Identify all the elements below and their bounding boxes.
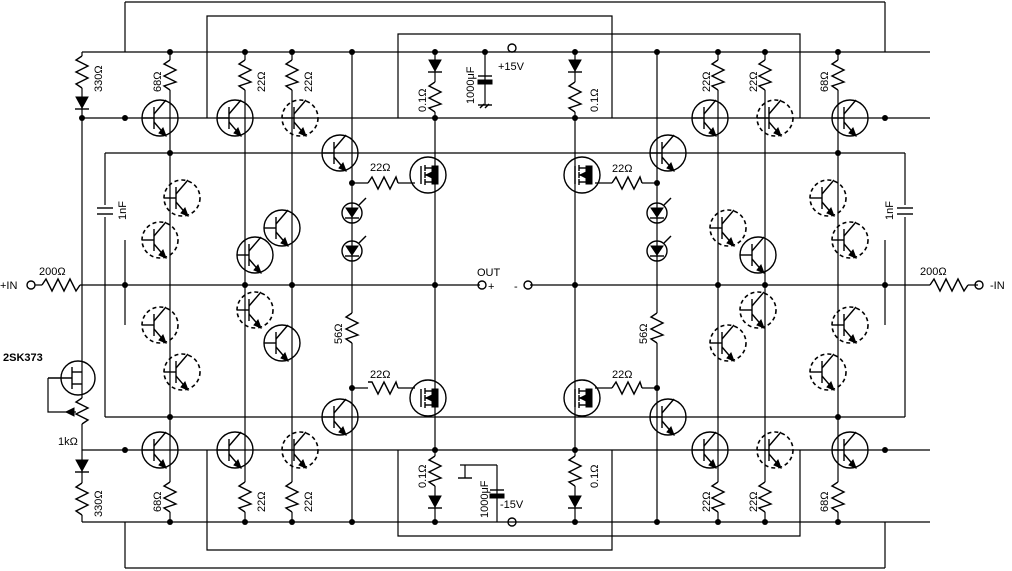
r01-tl-label: 0.1Ω: [417, 88, 429, 112]
pot-label: 1kΩ: [58, 436, 78, 448]
r330-top-left-label: 330Ω: [93, 65, 105, 92]
out-plus-terminal: [477, 280, 487, 290]
vminus-terminal: [507, 517, 517, 527]
r22-br1-label: 22Ω: [701, 492, 713, 512]
r22-bl1-label: 22Ω: [256, 492, 268, 512]
r68-tl-label: 68Ω: [152, 72, 164, 92]
r22-gate-br-label: 22Ω: [612, 369, 632, 381]
r22-gate-tl-label: 22Ω: [370, 162, 390, 174]
in-minus-label: -IN: [990, 280, 1005, 292]
r22-bl2-label: 22Ω: [303, 492, 315, 512]
terminals: [26, 43, 984, 527]
input-resistors: [41, 277, 969, 293]
output-stage-wiring: [35, 52, 978, 522]
r22-tr2-label: 22Ω: [748, 72, 760, 92]
out-plus-label: +: [488, 281, 494, 293]
r01-tr-label: 0.1Ω: [589, 88, 601, 112]
r22-gate-tr-label: 22Ω: [612, 163, 632, 175]
leds: [341, 197, 672, 262]
r22-tr1-label: 22Ω: [701, 72, 713, 92]
r330-bot-left-label: 330Ω: [93, 490, 105, 517]
r68-br-label: 68Ω: [819, 492, 831, 512]
c-right-label: 1nF: [884, 201, 896, 220]
jfet-label: 2SK373: [3, 352, 43, 364]
r22-tl2-label: 22Ω: [303, 72, 315, 92]
vplus-terminal: [507, 43, 517, 53]
r330-top-left: [74, 55, 90, 89]
capacitors: [97, 52, 913, 522]
out-minus-label: -: [514, 281, 518, 293]
in-minus-terminal: [974, 280, 984, 290]
vplus-label: +15V: [498, 61, 525, 73]
power-rails: [82, 1, 930, 569]
vminus-label: -15V: [500, 499, 524, 511]
labels: +15V -15V OUT + - +IN -IN 200Ω 200Ω 2SK3…: [0, 61, 1005, 518]
r22-gate-bl-label: 22Ω: [370, 369, 390, 381]
r68-tr-label: 68Ω: [819, 72, 831, 92]
in-plus-terminal: [26, 280, 36, 290]
cap-bottom-label: 1000μF: [479, 480, 491, 518]
diodes: [75, 59, 582, 509]
r56-left-label: 56Ω: [333, 324, 345, 344]
r22-br2-label: 22Ω: [748, 492, 760, 512]
in-plus-label: +IN: [0, 280, 17, 292]
out-label: OUT: [477, 267, 501, 279]
r330-bottom-left: [74, 482, 90, 516]
r01-br-label: 0.1Ω: [589, 464, 601, 488]
vertical-resistors: [74, 55, 846, 516]
transistors: [47, 99, 869, 469]
c-left-label: 1nF: [117, 201, 129, 220]
r01-bl-label: 0.1Ω: [417, 464, 429, 488]
r-in-right-label: 200Ω: [920, 266, 947, 278]
cap-top-label: 1000μF: [465, 66, 477, 104]
r-in-left-label: 200Ω: [39, 266, 66, 278]
r68-bl-label: 68Ω: [152, 492, 164, 512]
out-minus-terminal: [523, 280, 533, 290]
r56-right-label: 56Ω: [638, 324, 650, 344]
junction-dots: [79, 49, 888, 525]
r22-tl1-label: 22Ω: [256, 72, 268, 92]
gate-resistors: [352, 175, 657, 396]
